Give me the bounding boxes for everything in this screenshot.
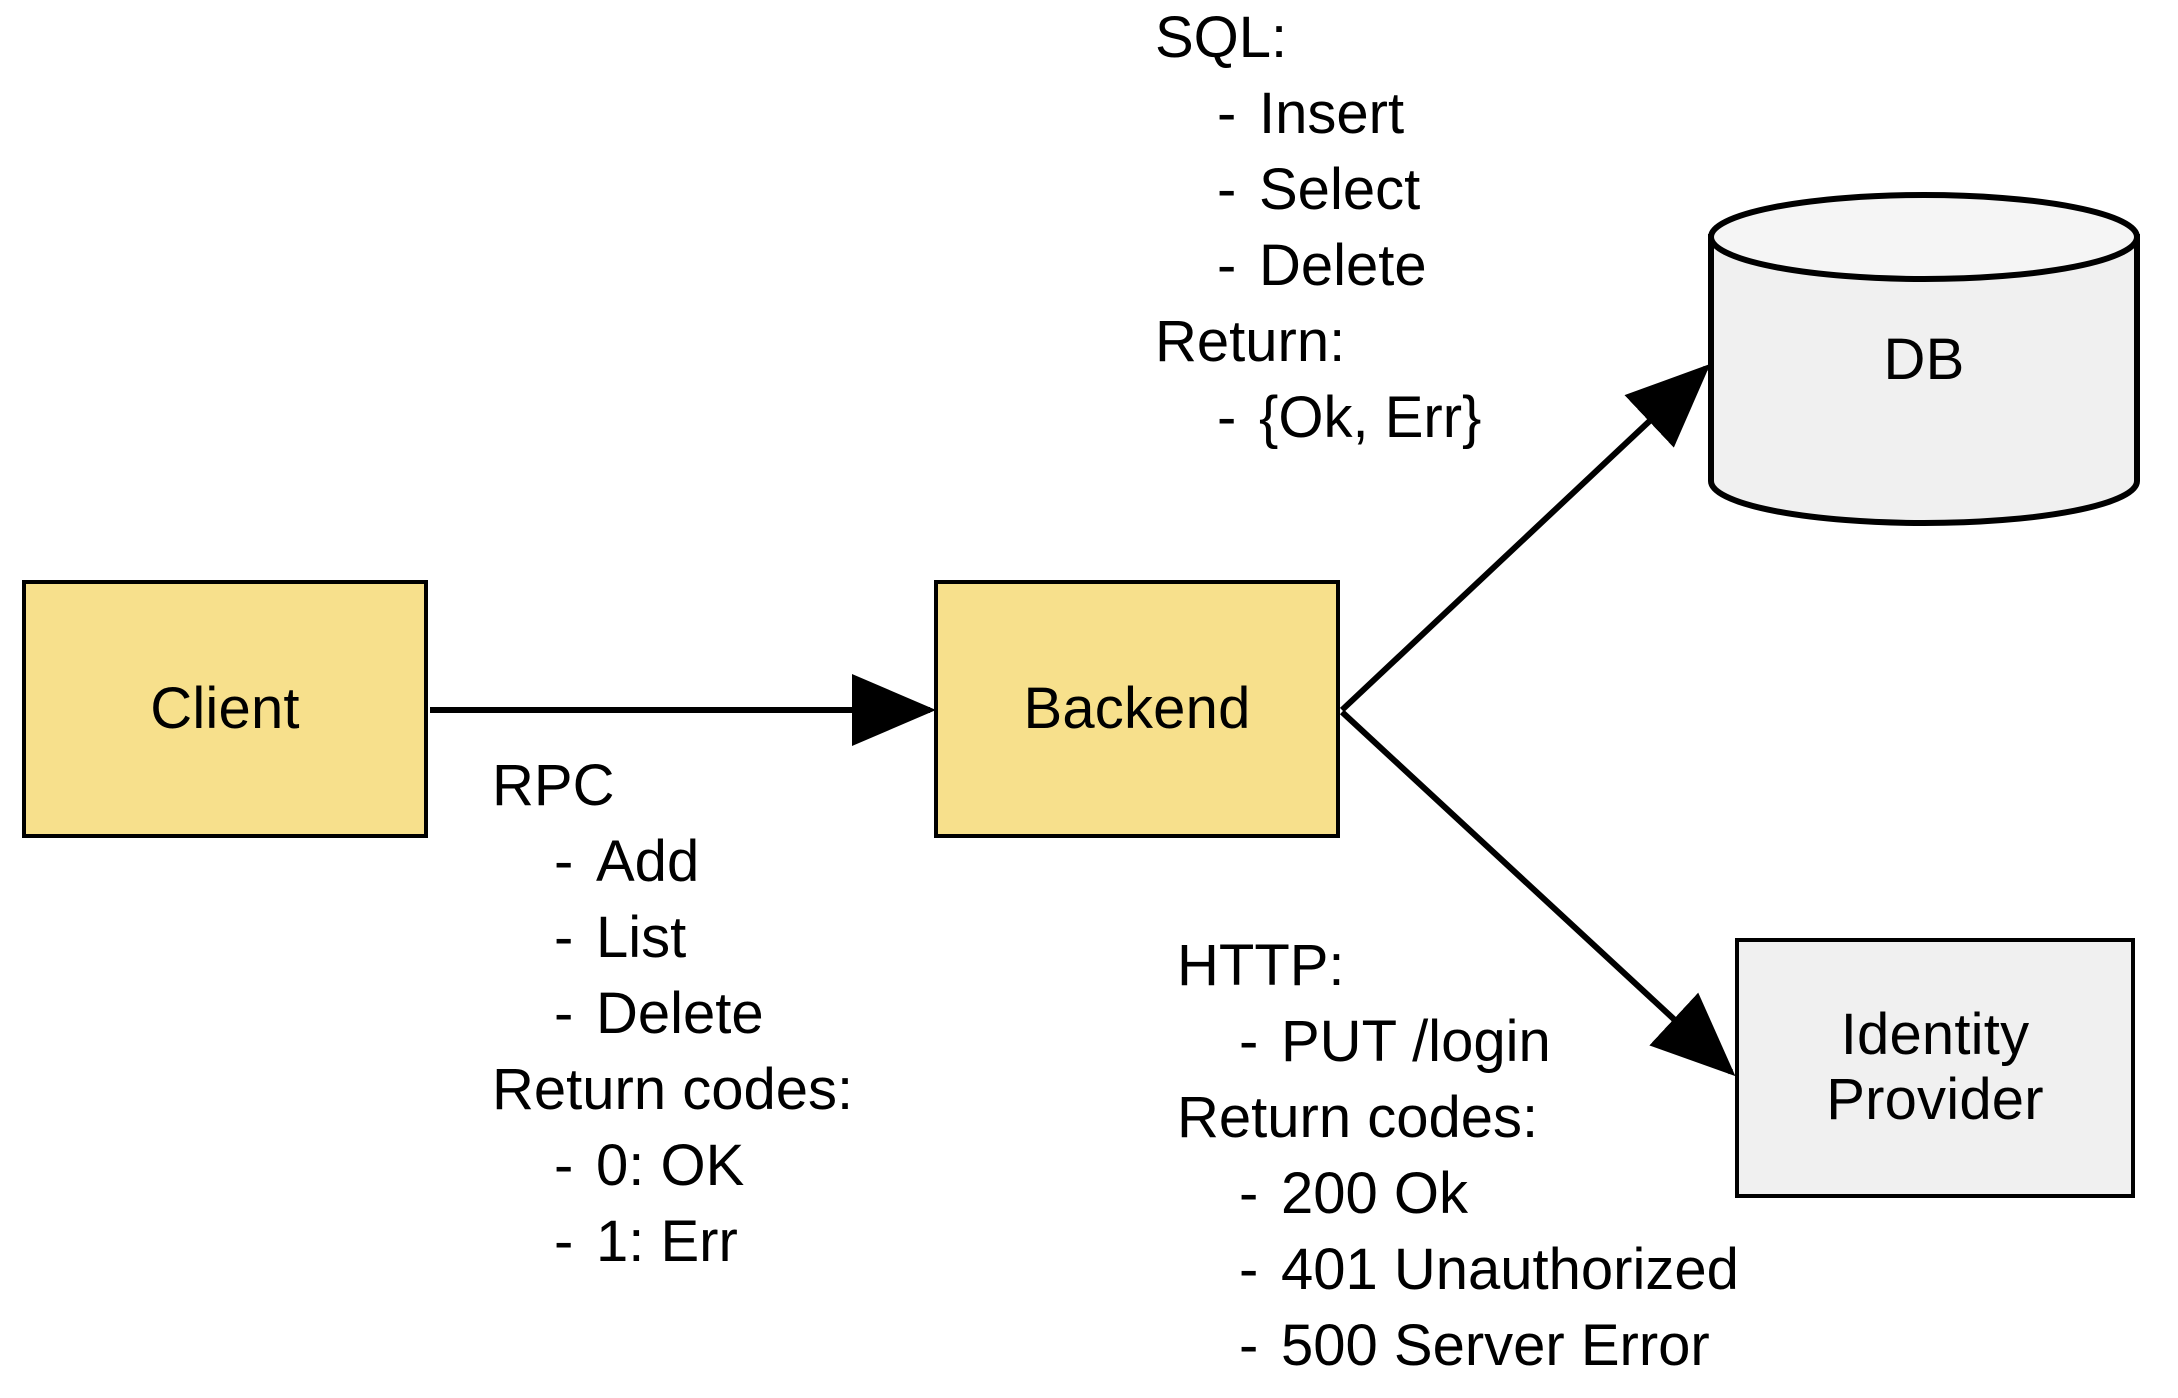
bullet-dash-icon: -: [1239, 1237, 1259, 1302]
annotation-rpc-item: -Add: [492, 824, 853, 900]
annotation-rpc-subitem-text: 0: OK: [596, 1133, 745, 1198]
annotation-rpc-item-text: Add: [596, 829, 700, 894]
bullet-dash-icon: -: [1239, 1313, 1259, 1378]
annotation-http-item-text: PUT /login: [1281, 1009, 1551, 1074]
node-db-label: DB: [1883, 326, 1965, 392]
annotation-sql-item-text: Delete: [1259, 233, 1427, 298]
annotation-http-subitem-text: 401 Unauthorized: [1281, 1237, 1739, 1302]
annotation-sql-item-text: Select: [1259, 157, 1421, 222]
annotation-sql-subitem-text: {Ok, Err}: [1259, 385, 1482, 450]
node-identity-provider[interactable]: Identity Provider: [1735, 938, 2135, 1198]
node-backend-label: Backend: [1023, 675, 1251, 741]
db-cylinder-body: [1708, 234, 2140, 526]
node-idp-label-line2: Provider: [1826, 1067, 2044, 1132]
annotation-rpc: RPC -Add -List -Delete Return codes: -0:…: [492, 748, 853, 1280]
annotation-rpc-subitem: -1: Err: [492, 1204, 853, 1280]
node-identity-provider-label: Identity Provider: [1826, 1002, 2044, 1133]
node-db[interactable]: [1706, 190, 2142, 528]
annotation-rpc-item: -Delete: [492, 976, 853, 1052]
annotation-http-subitem: -401 Unauthorized: [1177, 1232, 1739, 1308]
annotation-http-subitem: -200 Ok: [1177, 1156, 1739, 1232]
annotation-sql-heading: SQL:: [1155, 5, 1288, 70]
bullet-dash-icon: -: [1239, 1009, 1259, 1074]
annotation-sql-subheading: Return:: [1155, 309, 1346, 374]
annotation-http-subitem-text: 500 Server Error: [1281, 1313, 1710, 1378]
node-client[interactable]: Client: [22, 580, 428, 838]
bullet-dash-icon: -: [1217, 157, 1237, 222]
db-cylinder-top: [1708, 192, 2140, 282]
annotation-sql-item-text: Insert: [1259, 81, 1405, 146]
bullet-dash-icon: -: [554, 1209, 574, 1274]
annotation-http: HTTP: -PUT /login Return codes: -200 Ok …: [1177, 928, 1739, 1384]
bullet-dash-icon: -: [554, 1133, 574, 1198]
bullet-dash-icon: -: [554, 905, 574, 970]
annotation-rpc-subitem-text: 1: Err: [596, 1209, 738, 1274]
bullet-dash-icon: -: [1217, 81, 1237, 146]
annotation-rpc-item-text: List: [596, 905, 687, 970]
bullet-dash-icon: -: [554, 829, 574, 894]
annotation-rpc-subitem: -0: OK: [492, 1128, 853, 1204]
bullet-dash-icon: -: [1239, 1161, 1259, 1226]
annotation-http-subitem: -500 Server Error: [1177, 1308, 1739, 1384]
bullet-dash-icon: -: [554, 981, 574, 1046]
node-idp-label-line1: Identity: [1840, 1002, 2030, 1068]
bullet-dash-icon: -: [1217, 385, 1237, 450]
annotation-http-subheading: Return codes:: [1177, 1085, 1539, 1150]
node-backend[interactable]: Backend: [934, 580, 1340, 838]
node-client-label: Client: [150, 675, 300, 741]
bullet-dash-icon: -: [1217, 233, 1237, 298]
annotation-rpc-subheading: Return codes:: [492, 1057, 854, 1122]
annotation-rpc-item: -List: [492, 900, 853, 976]
annotation-sql-item: -Insert: [1155, 76, 1481, 152]
annotation-http-item: -PUT /login: [1177, 1004, 1739, 1080]
annotation-sql-item: -Delete: [1155, 228, 1481, 304]
node-db-label-wrap: DB: [1706, 190, 2142, 528]
annotation-http-heading: HTTP:: [1177, 933, 1345, 998]
annotation-sql-item: -Select: [1155, 152, 1481, 228]
annotation-sql-subitem: -{Ok, Err}: [1155, 380, 1481, 456]
annotation-rpc-heading: RPC: [492, 753, 615, 818]
annotation-http-subitem-text: 200 Ok: [1281, 1161, 1468, 1226]
annotation-sql: SQL: -Insert -Select -Delete Return: -{O…: [1155, 0, 1481, 456]
annotation-rpc-item-text: Delete: [596, 981, 764, 1046]
